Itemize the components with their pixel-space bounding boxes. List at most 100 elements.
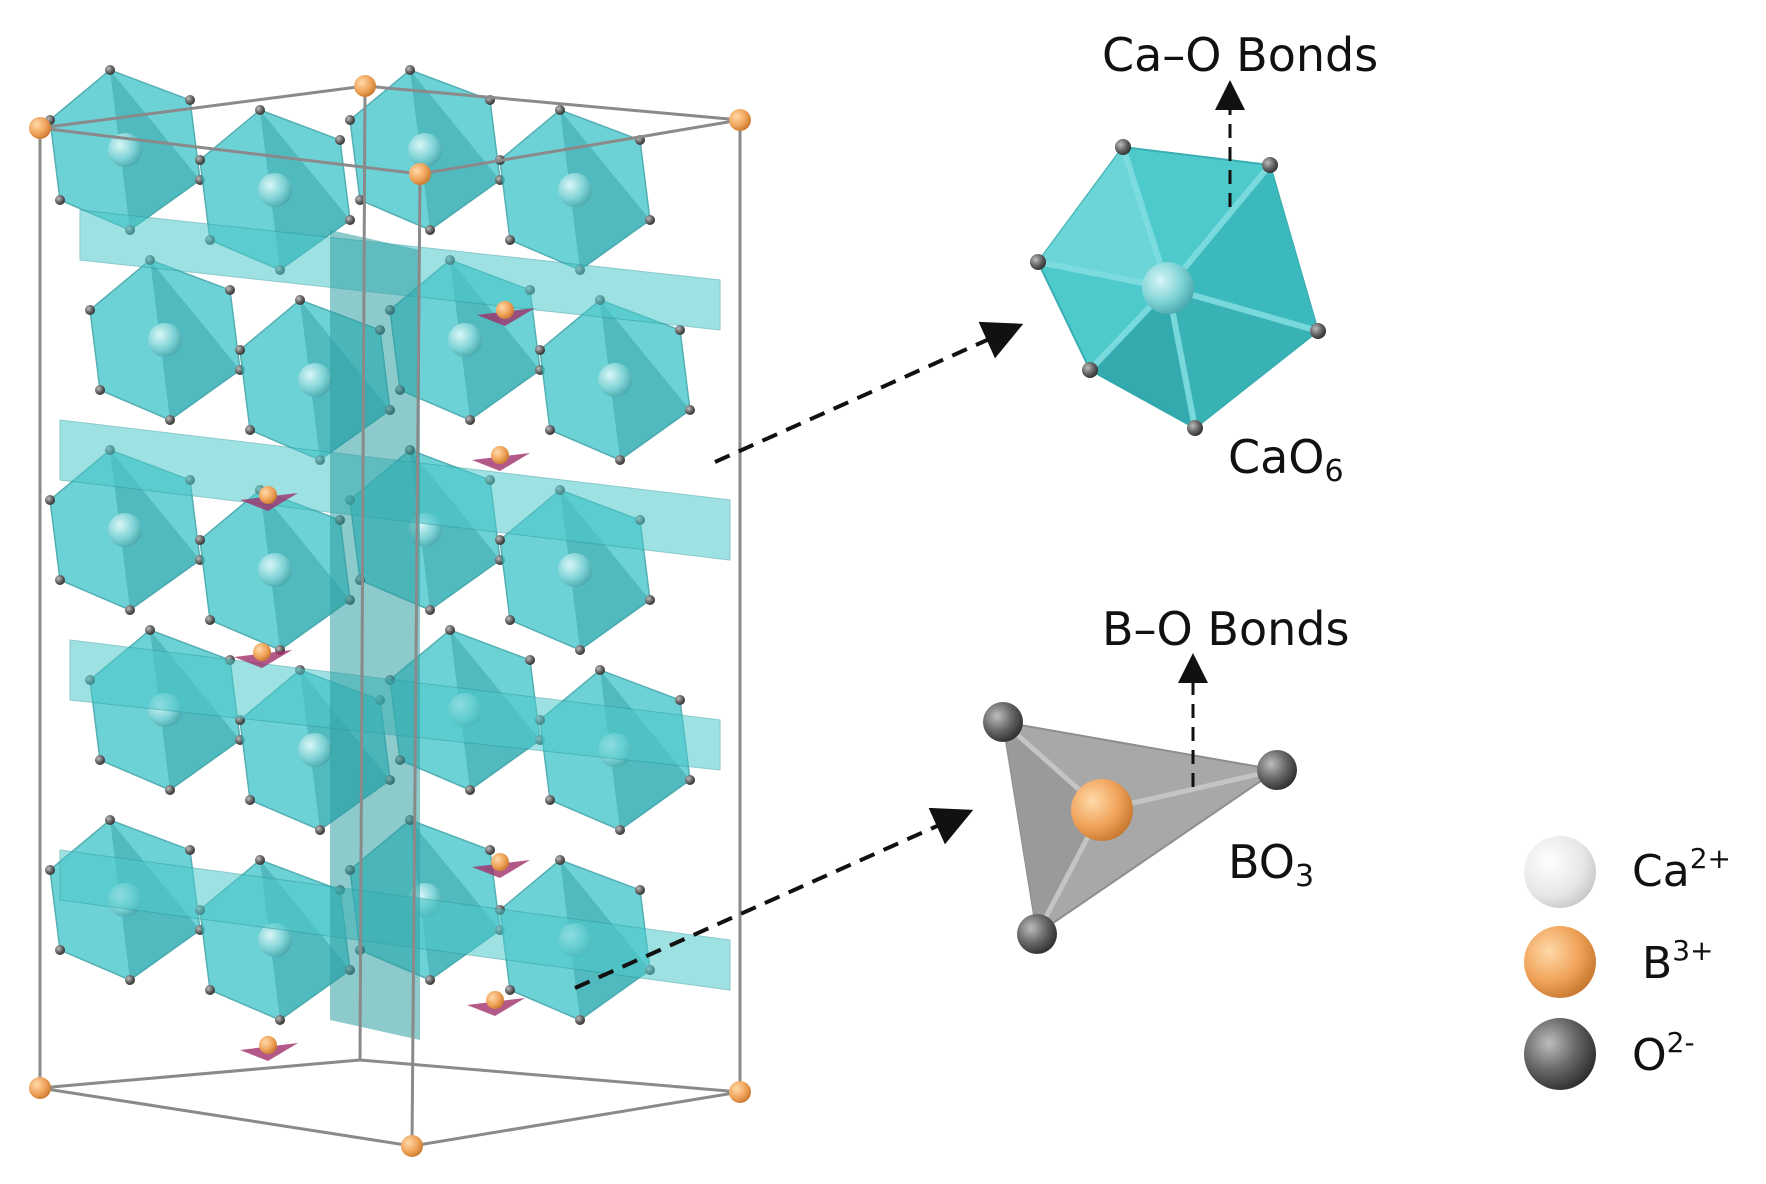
corner-boron-atom — [409, 163, 431, 185]
oxygen-atom — [615, 455, 625, 465]
oxygen-atom — [685, 405, 695, 415]
corner-boron-atom — [401, 1135, 423, 1157]
oxygen-atom — [125, 605, 135, 615]
caO6-polyhedra-network — [45, 65, 731, 1061]
corner-boron-atom — [354, 75, 376, 97]
oxygen-atom — [465, 415, 475, 425]
cao6-polyhedron-shade — [110, 70, 200, 230]
corner-boron-atom — [29, 1077, 51, 1099]
legend-label-calcium: Ca2+ — [1632, 842, 1731, 897]
cao6-polyhedron-shade — [560, 110, 650, 270]
legend — [1524, 836, 1596, 1090]
oxygen-atom — [1257, 750, 1297, 790]
boron-atom — [491, 853, 509, 871]
oxygen-atom — [245, 795, 255, 805]
oxygen-atom — [505, 985, 515, 995]
boron-atom — [259, 486, 277, 504]
oxygen-atom — [645, 215, 655, 225]
legend-label-boron: B3+ — [1642, 934, 1714, 989]
oxygen-atom — [85, 305, 95, 315]
cao6-polyhedron-shade — [110, 450, 200, 610]
calcium-atom — [598, 363, 632, 397]
arrow-to-bo3 — [574, 807, 974, 990]
oxygen-atom — [465, 785, 475, 795]
oxygen-atom — [685, 775, 695, 785]
legend-calcium-sphere — [1524, 836, 1596, 908]
oxygen-atom — [165, 415, 175, 425]
oxygen-atom — [205, 985, 215, 995]
calcium-atom — [258, 173, 292, 207]
oxygen-atom — [255, 855, 265, 865]
polyhedra-column — [330, 230, 420, 1040]
unit-cell-frame — [38, 84, 742, 1148]
oxygen-atom — [245, 425, 255, 435]
oxygen-atom — [95, 385, 105, 395]
oxygen-atom — [545, 795, 555, 805]
corner-boron-atom — [729, 109, 751, 131]
oxygen-atom — [595, 665, 605, 675]
oxygen-atom — [635, 885, 645, 895]
cao6-label: CaO6 — [1228, 430, 1344, 489]
oxygen-atom — [983, 702, 1023, 742]
legend-boron-sphere — [1524, 926, 1596, 998]
oxygen-atom — [195, 155, 205, 165]
oxygen-atom — [225, 285, 235, 295]
oxygen-atom — [105, 65, 115, 75]
oxygen-atom — [645, 595, 655, 605]
oxygen-atom — [185, 845, 195, 855]
oxygen-atom — [125, 975, 135, 985]
boron-atom — [496, 301, 514, 319]
cao6-polyhedron-shade — [410, 70, 500, 230]
cao6-polyhedron-shade — [260, 110, 350, 270]
oxygen-atom — [255, 105, 265, 115]
oxygen-atom — [185, 95, 195, 105]
calcium-atom — [408, 133, 442, 167]
corner-boron-atom — [729, 1081, 751, 1103]
cao6-polyhedron-shade — [260, 490, 350, 650]
cao6-polyhedron-shade — [150, 260, 240, 420]
oxygen-atom — [1017, 914, 1057, 954]
ca-o-bonds-label: Ca–O Bonds — [1102, 28, 1379, 82]
oxygen-atom — [525, 655, 535, 665]
bo3-label: BO3 — [1228, 835, 1315, 894]
oxygen-atom — [145, 625, 155, 635]
oxygen-atom — [495, 535, 505, 545]
calcium-atom — [258, 553, 292, 587]
boron-atom — [491, 446, 509, 464]
calcium-atom — [448, 323, 482, 357]
calcium-atom — [558, 173, 592, 207]
legend-label-oxygen: O2- — [1632, 1026, 1695, 1081]
oxygen-atom — [675, 325, 685, 335]
oxygen-atom — [95, 755, 105, 765]
oxygen-atom — [205, 615, 215, 625]
oxygen-atom — [295, 295, 305, 305]
cao6-polyhedron — [1030, 80, 1326, 436]
oxygen-atom — [545, 425, 555, 435]
oxygen-atom — [485, 845, 495, 855]
oxygen-atom — [425, 225, 435, 235]
unit-cell — [29, 65, 751, 1157]
oxygen-atom — [675, 695, 685, 705]
corner-atoms — [29, 75, 751, 1157]
oxygen-atoms — [1030, 139, 1326, 436]
cao6-polyhedron-shade — [600, 300, 690, 460]
boron-atom — [259, 1036, 277, 1054]
oxygen-atom — [195, 535, 205, 545]
oxygen-atom — [405, 65, 415, 75]
b-o-bonds-label: B–O Bonds — [1102, 602, 1350, 656]
oxygen-atom — [505, 615, 515, 625]
oxygen-atom — [615, 825, 625, 835]
oxygen-atom — [425, 975, 435, 985]
calcium-atom — [258, 923, 292, 957]
boron-atom — [253, 643, 271, 661]
oxygen-atom — [105, 815, 115, 825]
oxygen-atom — [575, 645, 585, 655]
bo3-triangle — [983, 653, 1297, 954]
oxygen-atom — [555, 105, 565, 115]
oxygen-atom — [345, 115, 355, 125]
oxygen-atom — [505, 235, 515, 245]
calcium-atom — [148, 323, 182, 357]
legend-oxygen-sphere — [1524, 1018, 1596, 1090]
oxygen-atom — [345, 215, 355, 225]
